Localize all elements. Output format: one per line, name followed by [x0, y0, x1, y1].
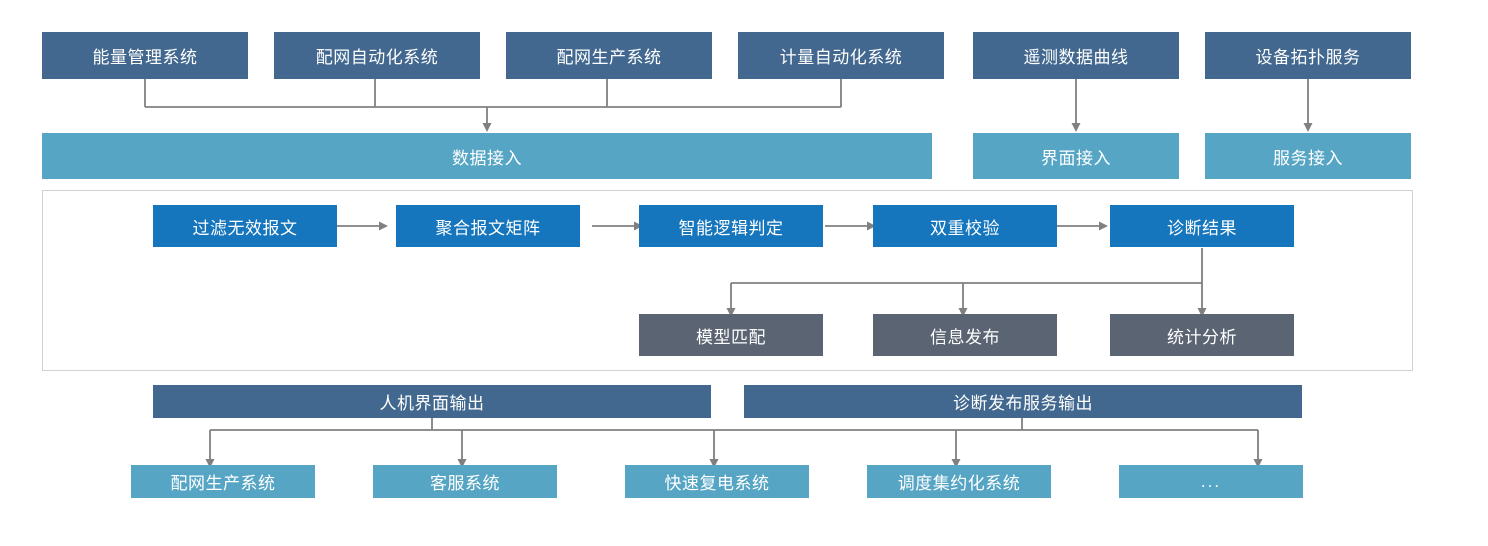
- consumer-box-label: 配网生产系统: [170, 474, 276, 493]
- result-box-label: 统计分析: [1167, 327, 1237, 347]
- source-box-topology-service[interactable]: 设备拓扑服务: [1205, 32, 1411, 79]
- consumer-box-label: ...: [1200, 471, 1222, 491]
- result-box-info-publish[interactable]: 信息发布: [873, 314, 1057, 356]
- source-box-label: 设备拓扑服务: [1255, 48, 1361, 67]
- process-box-diagnosis-result[interactable]: 诊断结果: [1110, 205, 1294, 247]
- access-box-data-access[interactable]: 数据接入: [42, 133, 932, 179]
- output-bar-hmi-output[interactable]: 人机界面输出: [153, 385, 711, 418]
- access-box-service-access[interactable]: 服务接入: [1205, 133, 1411, 179]
- source-box-distribution-production[interactable]: 配网生产系统: [506, 32, 712, 79]
- consumer-box-distribution-production[interactable]: 配网生产系统: [131, 465, 315, 498]
- consumer-box-label: 快速复电系统: [664, 474, 770, 493]
- consumer-box-more[interactable]: ...: [1119, 465, 1303, 498]
- result-box-model-match[interactable]: 模型匹配: [639, 314, 823, 356]
- process-box-label: 智能逻辑判定: [678, 218, 784, 238]
- output-bar-diagnosis-publish-service-output[interactable]: 诊断发布服务输出: [744, 385, 1302, 418]
- access-box-label: 服务接入: [1273, 148, 1343, 168]
- process-box-label: 双重校验: [930, 218, 1000, 238]
- source-box-label: 配网生产系统: [556, 48, 662, 67]
- process-box-filter-invalid-message[interactable]: 过滤无效报文: [153, 205, 337, 247]
- result-box-label: 模型匹配: [696, 327, 766, 347]
- result-box-label: 信息发布: [930, 327, 1000, 347]
- source-box-telemetry-curve[interactable]: 遥测数据曲线: [973, 32, 1179, 79]
- access-box-label: 界面接入: [1041, 148, 1111, 168]
- source-box-distribution-automation[interactable]: 配网自动化系统: [274, 32, 480, 79]
- source-box-label: 计量自动化系统: [779, 48, 903, 67]
- process-box-intelligent-logic-judgement[interactable]: 智能逻辑判定: [639, 205, 823, 247]
- processing-panel: [42, 190, 1413, 371]
- source-box-energy-management[interactable]: 能量管理系统: [42, 32, 248, 79]
- process-box-label: 诊断结果: [1167, 218, 1237, 238]
- consumer-box-fast-power-restoration[interactable]: 快速复电系统: [625, 465, 809, 498]
- source-box-label: 遥测数据曲线: [1023, 48, 1129, 67]
- output-bar-label: 诊断发布服务输出: [953, 394, 1093, 413]
- process-box-label: 聚合报文矩阵: [435, 218, 541, 238]
- source-box-metering-automation[interactable]: 计量自动化系统: [738, 32, 944, 79]
- source-box-label: 配网自动化系统: [315, 48, 439, 67]
- consumer-box-dispatch-intensive[interactable]: 调度集约化系统: [867, 465, 1051, 498]
- process-box-label: 过滤无效报文: [192, 218, 298, 238]
- process-box-double-verification[interactable]: 双重校验: [873, 205, 1057, 247]
- consumer-box-customer-service[interactable]: 客服系统: [373, 465, 557, 498]
- process-box-aggregate-message-matrix[interactable]: 聚合报文矩阵: [396, 205, 580, 247]
- result-box-statistical-analysis[interactable]: 统计分析: [1110, 314, 1294, 356]
- source-box-label: 能量管理系统: [92, 48, 198, 67]
- output-bar-label: 人机界面输出: [379, 394, 485, 413]
- access-box-ui-access[interactable]: 界面接入: [973, 133, 1179, 179]
- consumer-box-label: 调度集约化系统: [897, 474, 1021, 493]
- access-box-label: 数据接入: [452, 148, 522, 168]
- consumer-box-label: 客服系统: [430, 474, 500, 493]
